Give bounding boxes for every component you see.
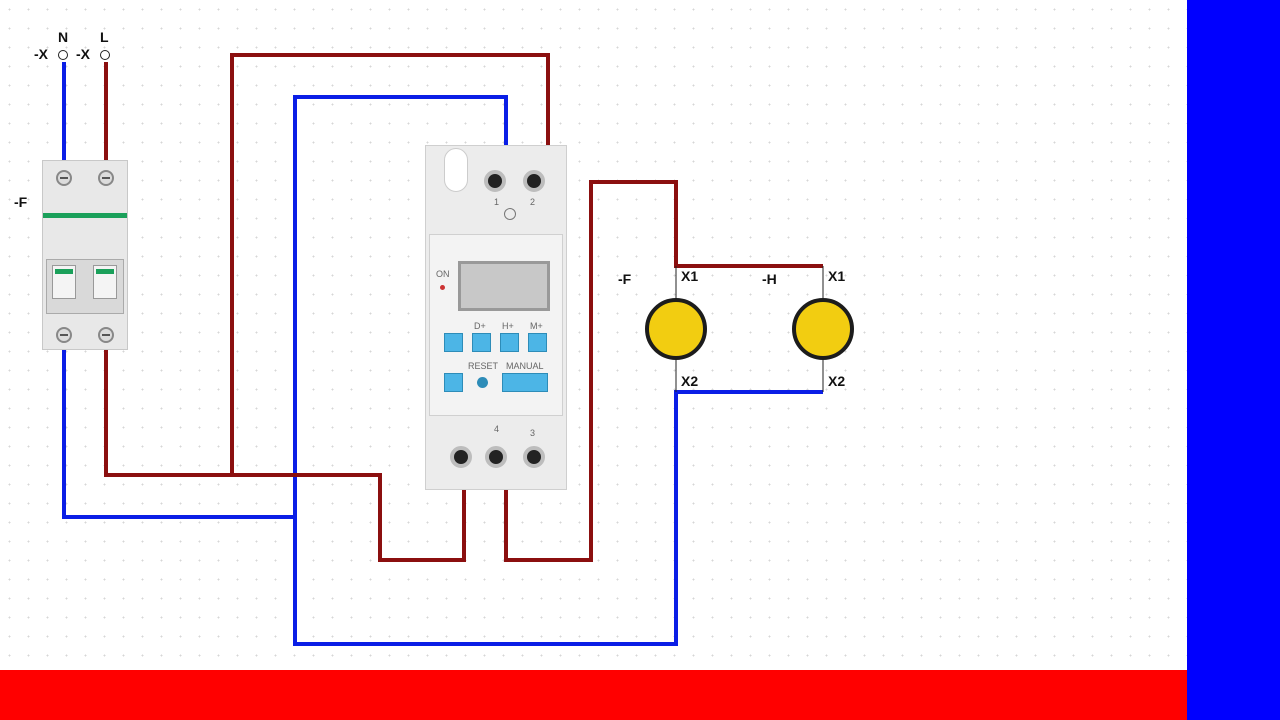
breaker-bottom-screw-l [98,327,114,343]
diagram-canvas [0,0,1187,670]
neutral-wire-main-down [293,182,823,646]
timer-day-button[interactable] [472,333,491,352]
timer-clock-button[interactable] [444,373,463,392]
lamp-group-f-label: -F [618,271,632,287]
lamp2-x2-label: X2 [828,373,846,389]
timer-m-label: M+ [530,321,543,331]
timer-terminal-2-label: 2 [530,197,536,207]
timer-on-label: ON [436,269,450,279]
supply-l-x-label: -X [76,46,90,62]
breaker-top-screw-l [98,170,114,186]
breaker-bottom-screw-n [56,327,72,343]
lamp1-x2-label: X2 [681,373,699,389]
timer-terminal-1-screw [484,170,506,192]
timer-terminal-3-label: 3 [530,428,536,438]
timer-program-button[interactable] [444,333,463,352]
timer-terminal-3-screw [523,446,545,468]
digital-timer: 1 2 ON D+ H+ M+ RESET MANUAL 4 3 [425,145,567,490]
timer-reset-button[interactable] [477,377,488,388]
lamp2-x1-label: X1 [828,268,846,284]
timer-lcd-display [458,261,550,311]
breaker-label: -F [14,194,28,210]
timer-slot [444,148,468,192]
breaker-lever-n [52,265,76,299]
breaker-green-stripe [43,213,127,218]
timer-front-panel: ON D+ H+ M+ RESET MANUAL [429,234,563,416]
neutral-wire-breaker-out [62,348,295,519]
supply-l-label: L [100,29,109,45]
timer-hour-button[interactable] [500,333,519,352]
live-wire-breaker-out [104,348,466,562]
supply-n-x-label: -X [34,46,48,62]
timer-minute-button[interactable] [528,333,547,352]
timer-input-screw [450,446,472,468]
supply-n-terminal-icon [58,50,68,60]
supply-l-terminal-icon [100,50,110,60]
lamp-2-icon [792,298,854,360]
timer-terminal-2-screw [523,170,545,192]
timer-terminal-4-screw [485,446,507,468]
timer-manual-label: MANUAL [506,361,544,371]
circuit-breaker [42,160,128,350]
timer-terminal-1-label: 1 [494,197,500,207]
lamp-group-h-label: -H [762,271,777,287]
timer-reset-label: RESET [468,361,499,371]
timer-d-label: D+ [474,321,486,331]
wiring-layer [62,53,824,646]
timer-manual-button[interactable] [502,373,548,392]
supply-n-label: N [58,29,69,45]
timer-terminal-4-label: 4 [494,424,500,434]
timer-on-led-icon [440,285,445,290]
right-blue-bar [1187,0,1280,720]
lamp-1-icon [645,298,707,360]
breaker-lever-l [93,265,117,299]
bottom-red-bar [0,670,1187,720]
live-wire-to-timer-top [230,53,550,475]
lamp1-x1-label: X1 [681,268,699,284]
timer-h-label: H+ [502,321,514,331]
timer-clock-symbol-icon [504,208,516,220]
breaker-top-screw-n [56,170,72,186]
neutral-wire-main [293,95,508,182]
